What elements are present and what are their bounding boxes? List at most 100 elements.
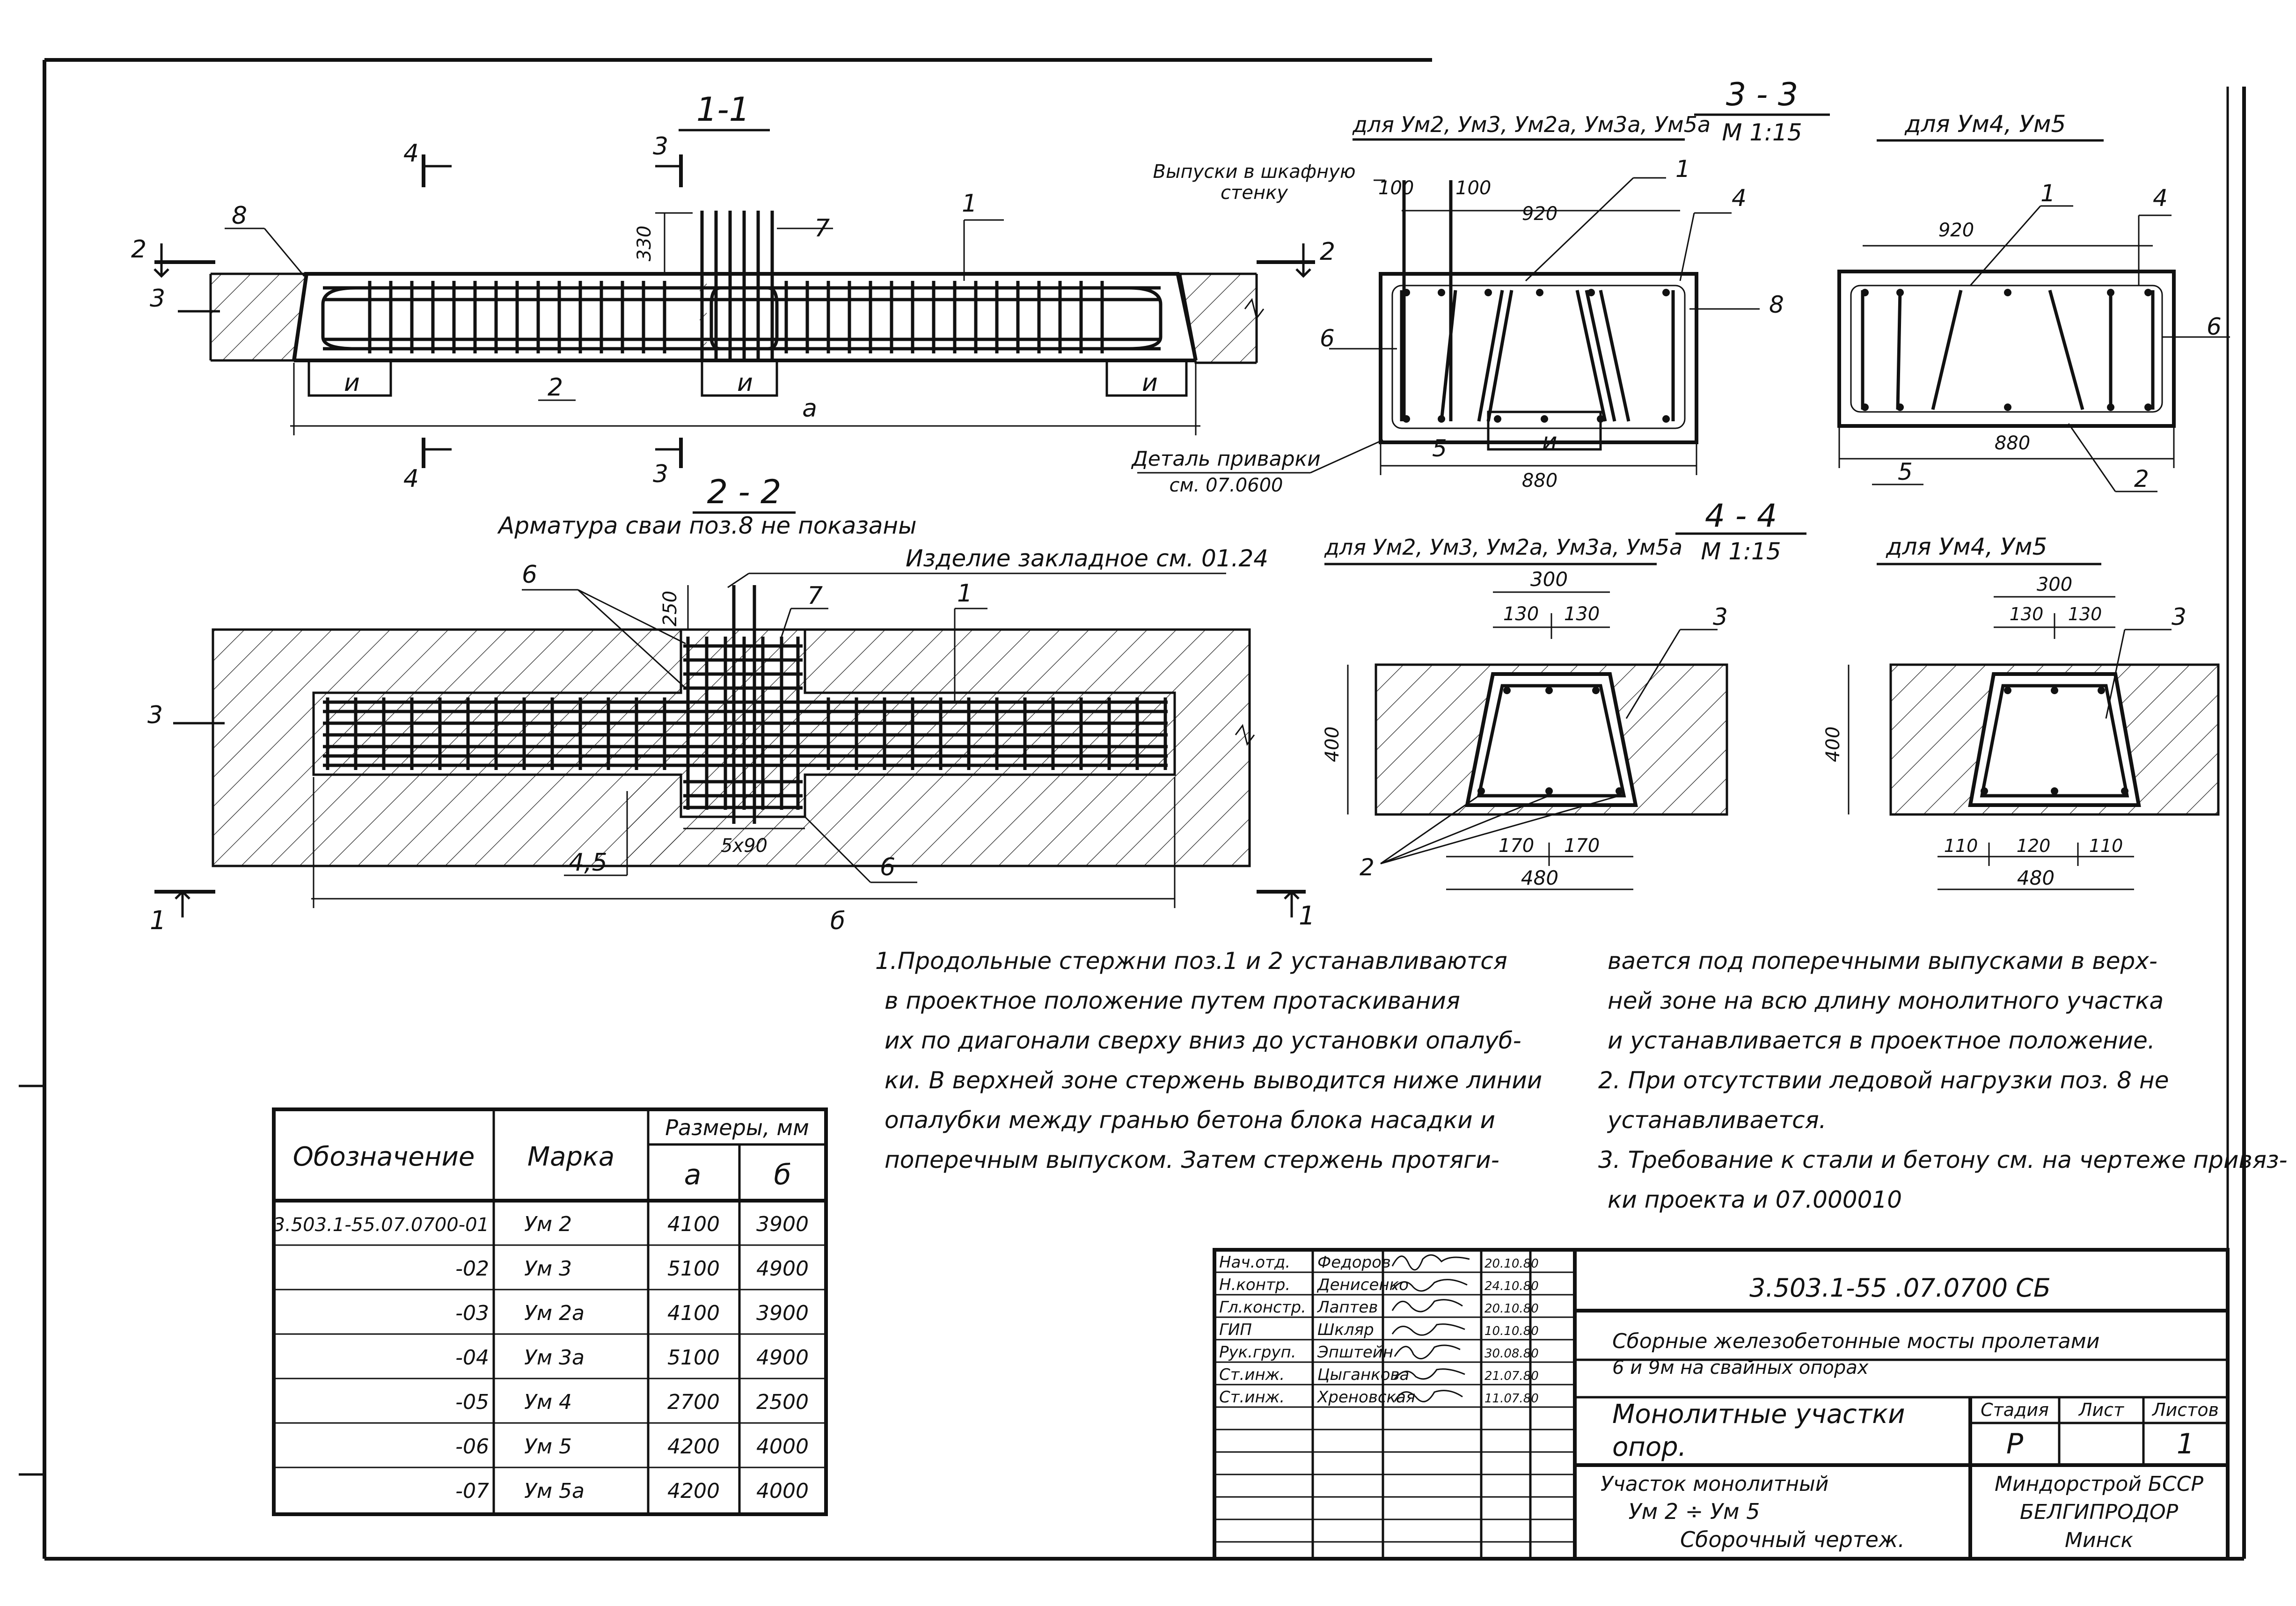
svg-text:5х90: 5х90 [721, 835, 768, 857]
svg-text:для Ум4, Ум5: для Ум4, Ум5 [1904, 110, 2066, 138]
svg-text:Монолитные участки: Монолитные участки [1612, 1399, 1905, 1430]
svg-text:6: 6 [1320, 325, 1335, 352]
svg-text:для Ум4, Ум5: для Ум4, Ум5 [1886, 533, 2047, 560]
svg-text:и: и [737, 369, 753, 397]
svg-text:ней зоне на всю длину монолитн: ней зоне на всю длину монолитного участк… [1608, 987, 2164, 1014]
table-row: 3.503.1-55.07.0700-01 Ум 2 4100 3900 [273, 1212, 809, 1236]
svg-text:21.07.80: 21.07.80 [1484, 1369, 1539, 1383]
section-4-4-variant-a: для Ум2, Ум3, Ум2а, Ум3а, Ум5а 4 - 4 М 1… [1322, 498, 1806, 890]
svg-text:опор.: опор. [1612, 1432, 1686, 1462]
svg-text:ГИП: ГИП [1219, 1320, 1252, 1339]
section-3-3-variant-a: для Ум2, Ум3, Ум2а, Ум3а, Ум5а 3 - 3 М 1… [1131, 76, 1830, 496]
svg-text:4,5: 4,5 [569, 849, 607, 877]
svg-text:М 1:15: М 1:15 [1722, 119, 1802, 146]
svg-text:480: 480 [2017, 866, 2055, 889]
svg-text:Ст.инж.: Ст.инж. [1219, 1365, 1285, 1384]
svg-text:Выпуски в шкафную: Выпуски в шкафную [1153, 161, 1356, 183]
svg-text:300: 300 [2037, 574, 2072, 595]
svg-text:опалубки между гранью бетона б: опалубки между гранью бетона блока насад… [885, 1107, 1495, 1134]
svg-text:330: 330 [634, 226, 655, 261]
svg-text:-03: -03 [455, 1301, 489, 1325]
svg-text:Нач.отд.: Нач.отд. [1219, 1253, 1290, 1272]
svg-text:2500: 2500 [756, 1390, 809, 1414]
svg-text:1: 1 [2040, 180, 2055, 207]
svg-text:Гл.констр.: Гл.констр. [1219, 1298, 1306, 1317]
table-row: -05 Ум 4 2700 2500 [455, 1390, 809, 1414]
drawing-code: 3.503.1-55 .07.0700 СБ [1749, 1273, 2051, 1303]
svg-text:Ум 2: Ум 2 [524, 1212, 572, 1236]
staff-list: Нач.отд. Федоров 20.10.80 Н.контр. Денис… [1219, 1253, 1539, 1407]
svg-text:20.10.80: 20.10.80 [1484, 1302, 1539, 1316]
svg-text:3. Требование к стали и бетону: 3. Требование к стали и бетону см. на че… [1598, 1146, 2288, 1173]
svg-text:Шкляр: Шкляр [1317, 1320, 1374, 1339]
svg-text:400: 400 [1822, 726, 1844, 762]
svg-text:Марка: Марка [527, 1142, 614, 1172]
svg-text:6: 6 [880, 853, 895, 881]
svg-text:4000: 4000 [756, 1479, 809, 1503]
svg-text:1: 1 [2177, 1428, 2194, 1460]
svg-text:3.503.1-55.07.0700-01: 3.503.1-55.07.0700-01 [273, 1214, 489, 1236]
svg-text:3: 3 [653, 460, 668, 488]
svg-text:2: 2 [548, 374, 563, 402]
section-2-2: 2 - 2 Арматура сваи поз.8 не показаны Из… [147, 473, 1315, 935]
section-1-1: 1-1 [131, 90, 1335, 493]
svg-text:Хреновская: Хреновская [1316, 1388, 1415, 1407]
svg-text:и устанавливается в проектное: и устанавливается в проектное положение. [1608, 1027, 2155, 1054]
svg-text:100: 100 [1378, 177, 1414, 199]
svg-text:-02: -02 [455, 1257, 489, 1281]
right-pile-cap [1177, 274, 1257, 363]
svg-text:4100: 4100 [667, 1301, 720, 1325]
svg-text:8: 8 [1769, 291, 1784, 318]
vertical-outlets [700, 211, 774, 360]
svg-text:их по диагонали сверху вниз до: их по диагонали сверху вниз до установки… [885, 1027, 1521, 1054]
svg-text:11.07.80: 11.07.80 [1484, 1392, 1539, 1406]
svg-text:стенку: стенку [1221, 182, 1288, 204]
svg-text:2. При отсутствии ледовой нагр: 2. При отсутствии ледовой нагрузки поз. … [1598, 1067, 2169, 1094]
svg-text:130: 130 [2068, 604, 2102, 624]
svg-text:2700: 2700 [667, 1390, 720, 1414]
svg-text:Миндорстрой БССР: Миндорстрой БССР [1995, 1472, 2203, 1496]
svg-text:2: 2 [2134, 465, 2149, 492]
svg-text:-05: -05 [455, 1390, 489, 1414]
svg-text:130: 130 [2010, 604, 2044, 624]
svg-text:7: 7 [807, 582, 823, 610]
svg-text:920: 920 [1938, 220, 1974, 241]
svg-text:Изделие закладное см. 01.24: Изделие закладное см. 01.24 [906, 545, 1268, 572]
svg-text:4: 4 [403, 465, 419, 493]
svg-text:Ум 5: Ум 5 [524, 1435, 572, 1459]
svg-text:Участок монолитный: Участок монолитный [1601, 1472, 1828, 1496]
svg-text:Ум 2 ÷ Ум 5: Ум 2 ÷ Ум 5 [1628, 1499, 1760, 1524]
svg-text:Обозначение: Обозначение [293, 1142, 475, 1172]
svg-text:Ум 2а: Ум 2а [524, 1301, 585, 1325]
svg-text:вается под поперечными выпуска: вается под поперечными выпусками в верх- [1608, 947, 2157, 975]
general-notes: 1.Продольные стержни поз.1 и 2 устанавли… [875, 947, 2288, 1213]
sheet-frame [19, 58, 2246, 1561]
svg-text:300: 300 [1530, 568, 1568, 591]
table-row: -07 Ум 5а 4200 4000 [455, 1479, 809, 1503]
svg-text:4100: 4100 [667, 1212, 720, 1236]
svg-text:Ум 5а: Ум 5а [524, 1479, 585, 1503]
svg-text:Денисенко: Денисенко [1316, 1276, 1409, 1294]
section-3-3-variant-b: для Ум4, Ум5 920 880 1 4 6 5 [1837, 110, 2230, 492]
svg-text:и: и [344, 369, 360, 397]
svg-text:8: 8 [232, 202, 247, 230]
svg-text:Размеры, мм: Размеры, мм [665, 1115, 809, 1140]
svg-text:3900: 3900 [756, 1301, 809, 1325]
svg-text:3 - 3: 3 - 3 [1726, 76, 1798, 113]
svg-text:Р: Р [2006, 1428, 2024, 1460]
svg-text:130: 130 [1503, 603, 1539, 625]
svg-text:920: 920 [1522, 203, 1557, 225]
svg-text:1: 1 [962, 190, 977, 218]
svg-text:4000: 4000 [756, 1435, 809, 1459]
svg-text:Цыганкова: Цыганкова [1317, 1365, 1409, 1384]
svg-text:10.10.80: 10.10.80 [1484, 1324, 1539, 1338]
svg-text:а: а [684, 1159, 702, 1191]
svg-text:1: 1 [957, 579, 973, 608]
svg-text:6: 6 [2207, 313, 2222, 340]
svg-text:Лаптев: Лаптев [1316, 1298, 1378, 1317]
svg-text:и: и [1142, 369, 1158, 397]
svg-text:в проектное положение путем пр: в проектное положение путем протаскивани… [885, 987, 1460, 1014]
svg-text:6: 6 [522, 561, 537, 589]
svg-text:4900: 4900 [756, 1257, 809, 1281]
